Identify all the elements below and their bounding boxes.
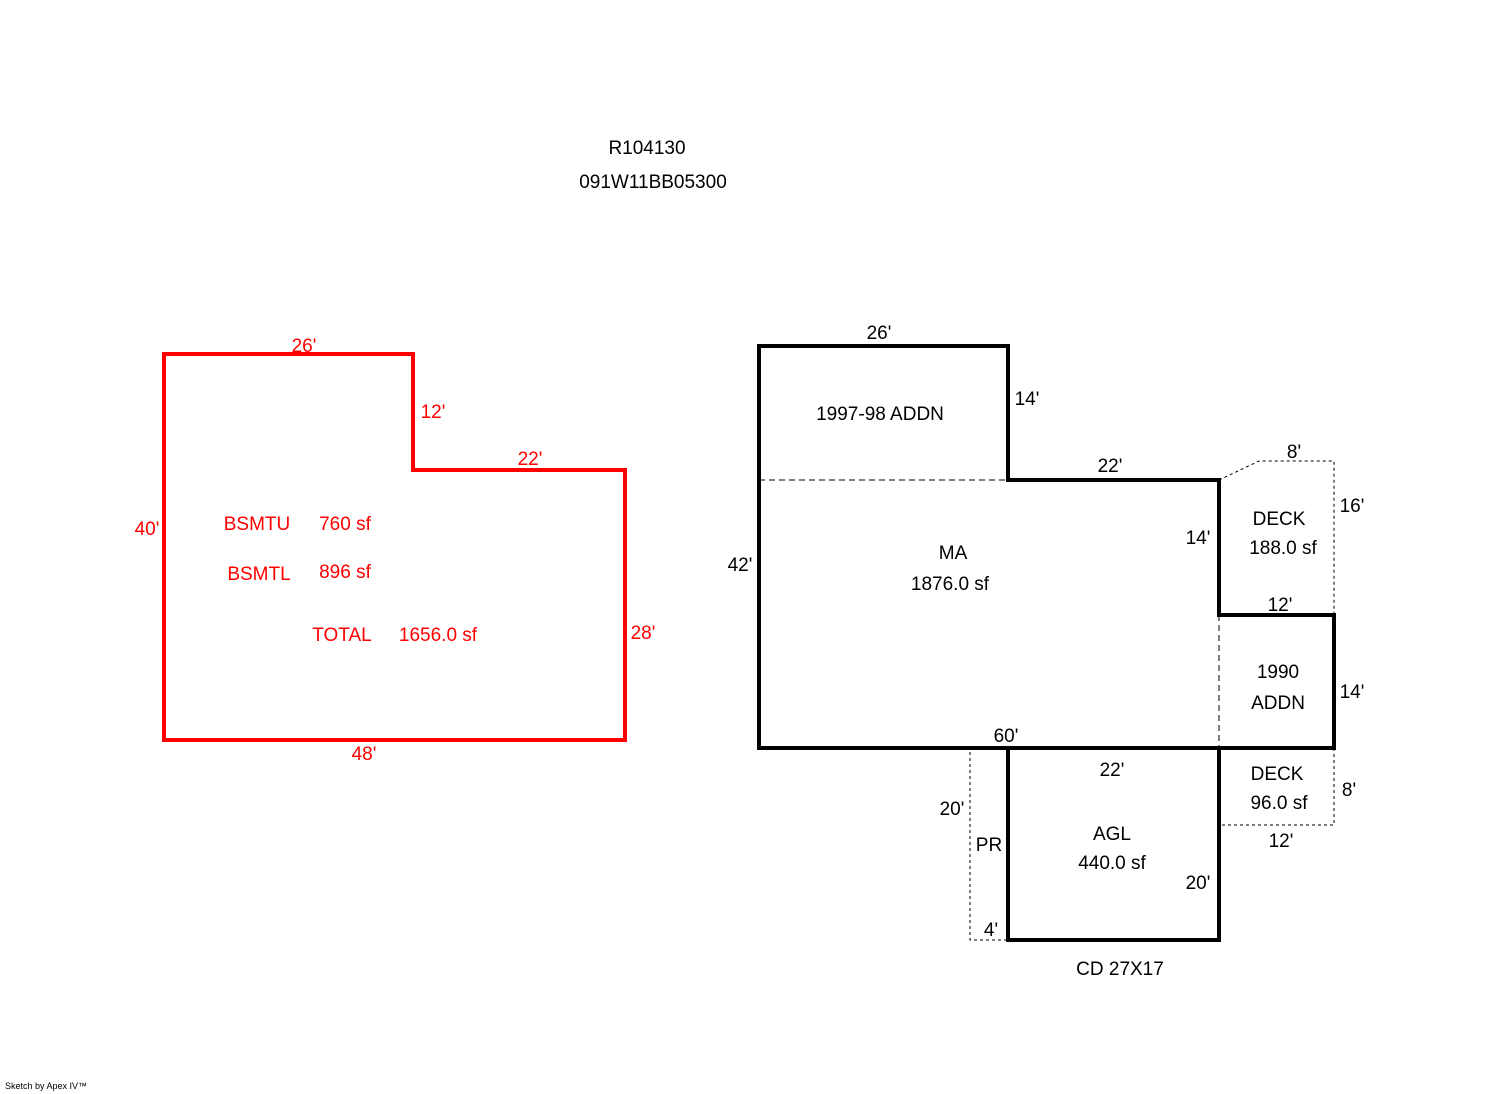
- agl-area: 440.0 sf: [1078, 853, 1146, 874]
- deck-upper-label: DECK: [1253, 509, 1306, 530]
- pr-dim-bottom: 4': [984, 920, 998, 941]
- pr-dim-left: 20': [940, 799, 965, 820]
- deck-lower-dim-bottom: 12': [1269, 831, 1294, 852]
- basement-dim-notch-horizontal: 22': [518, 449, 543, 470]
- deck-upper-dim-top: 8': [1287, 442, 1301, 463]
- bsmtl-label: BSMTL: [227, 564, 290, 585]
- deck-upper-dim-right: 16': [1340, 496, 1365, 517]
- agl-dim-top: 22': [1100, 760, 1125, 781]
- main-dim-addn-right: 14': [1015, 389, 1040, 410]
- basement-dim-bottom: 48': [352, 744, 377, 765]
- ma-area: 1876.0 sf: [911, 574, 990, 595]
- record-id: R104130: [608, 138, 685, 159]
- total-area: 1656.0 sf: [399, 625, 478, 646]
- pr-label: PR: [976, 835, 1002, 856]
- addn-1990-label-year: 1990: [1257, 662, 1299, 683]
- basement-dim-top: 26': [292, 336, 317, 357]
- basement-dim-left: 40': [135, 519, 160, 540]
- agl-outline: [1006, 748, 1221, 942]
- main-plan: 26' 14' 22' 42' 14' 12' 14' 60' 1997-98 …: [728, 323, 1365, 980]
- basement-outline: [162, 352, 627, 742]
- total-label: TOTAL: [312, 625, 371, 646]
- deck-lower-outline: [1219, 748, 1335, 826]
- basement-dim-notch-vertical: 12': [421, 402, 446, 423]
- basement-plan: 26' 12' 22' 40' 28' 48' BSMTU 760 sf BSM…: [135, 336, 656, 765]
- main-dim-ma-right: 14': [1186, 528, 1211, 549]
- addn-1997-label: 1997-98 ADDN: [816, 404, 944, 425]
- bsmtu-label: BSMTU: [224, 514, 291, 535]
- agl-dim-right: 20': [1186, 873, 1211, 894]
- map-taxlot: 091W11BB05300: [579, 172, 727, 193]
- main-dim-addn-top: 26': [867, 323, 892, 344]
- sketch-credit: Sketch by Apex IV™: [5, 1081, 88, 1091]
- main-dim-ma-top: 22': [1098, 456, 1123, 477]
- deck-lower-label: DECK: [1251, 764, 1304, 785]
- agl-label: AGL: [1093, 824, 1131, 845]
- bsmtu-area: 760 sf: [319, 514, 371, 535]
- basement-dim-right: 28': [631, 623, 656, 644]
- ma-label: MA: [939, 543, 968, 564]
- main-outline: [757, 344, 1336, 750]
- main-dim-left: 42': [728, 555, 753, 576]
- deck-lower-area: 96.0 sf: [1250, 793, 1308, 814]
- addn-1990-label-addn: ADDN: [1251, 693, 1305, 714]
- bsmtl-area: 896 sf: [319, 562, 371, 583]
- main-dim-addn1990-top: 12': [1268, 595, 1293, 616]
- main-dim-bottom: 60': [994, 726, 1019, 747]
- agl-caption: CD 27X17: [1076, 959, 1164, 980]
- main-dim-addn1990-right: 14': [1340, 682, 1365, 703]
- deck-upper-area: 188.0 sf: [1249, 538, 1317, 559]
- deck-lower-dim-right: 8': [1342, 780, 1356, 801]
